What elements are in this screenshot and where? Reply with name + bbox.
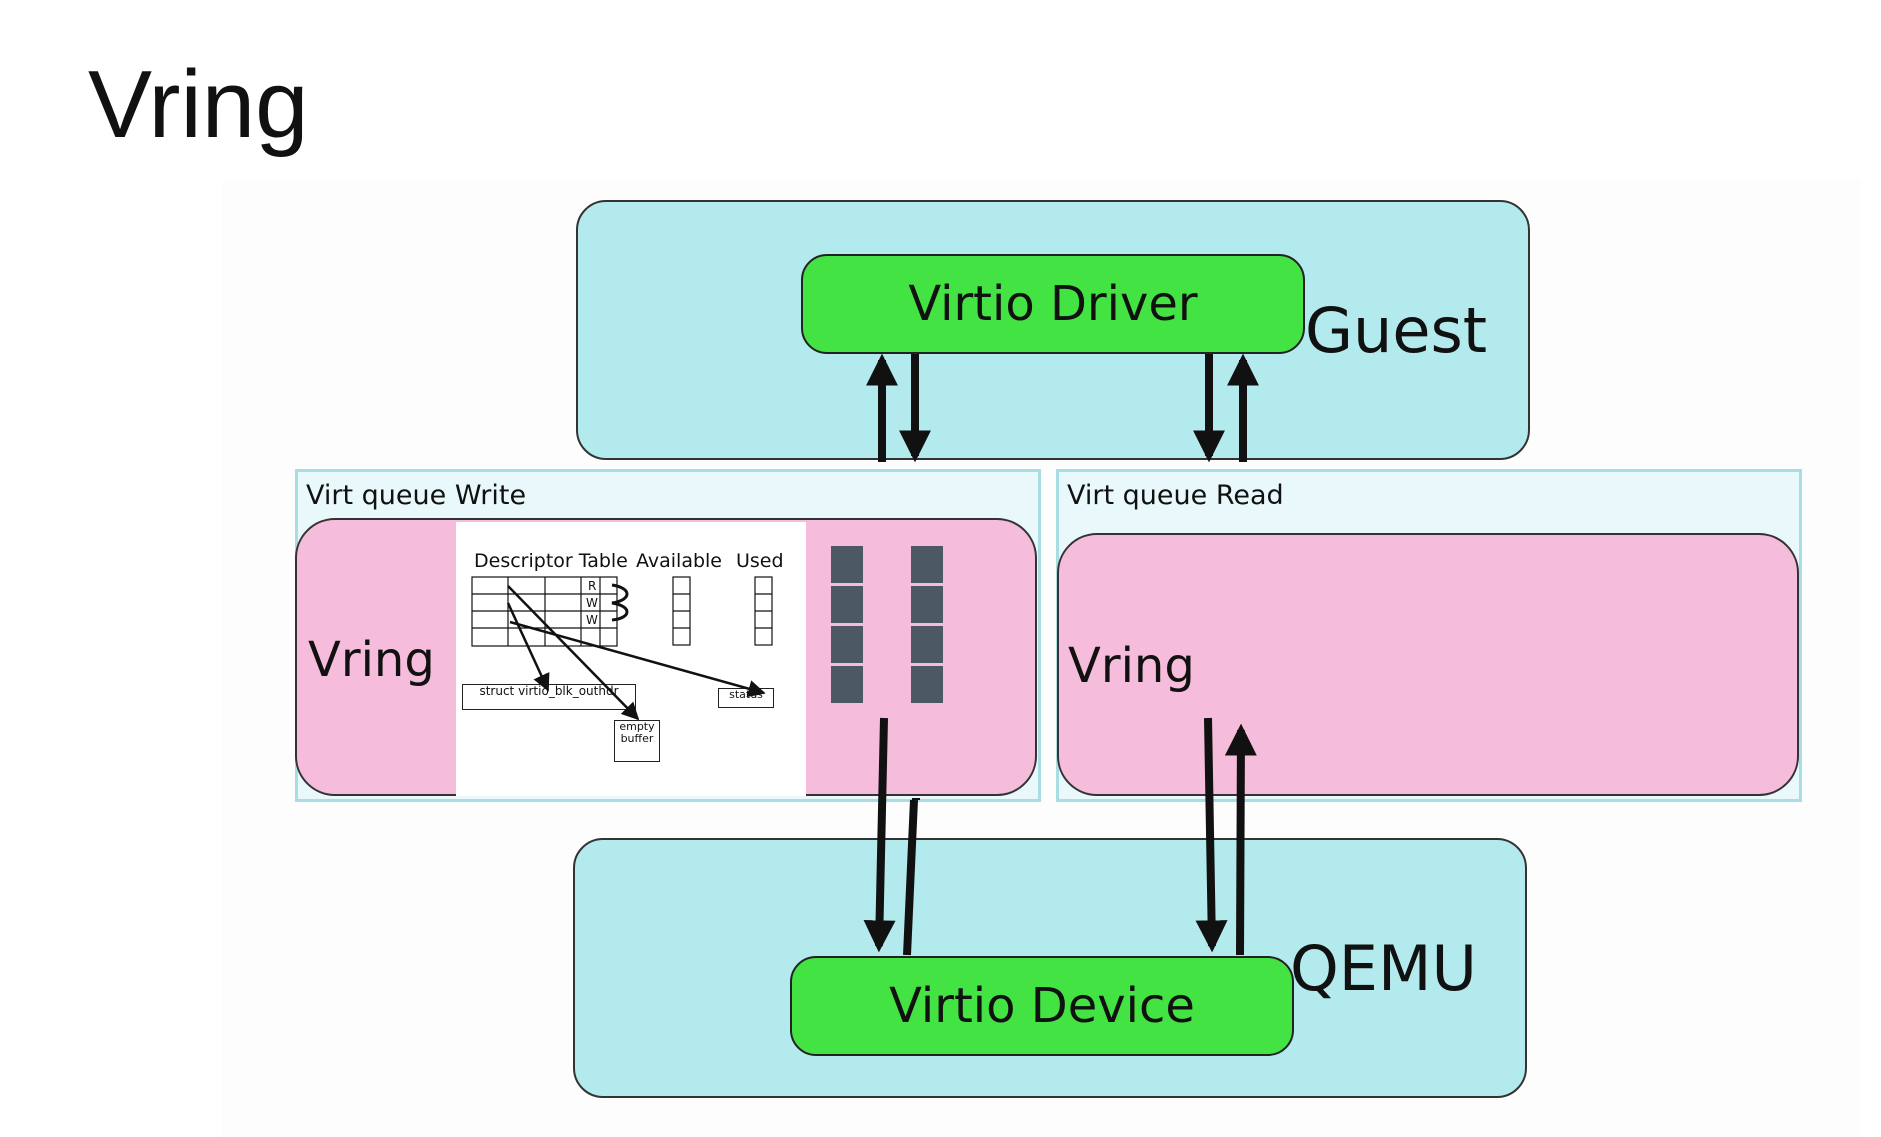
ring-slot — [911, 586, 943, 623]
ring-slot — [831, 626, 863, 663]
descriptor-flag-write: W — [586, 596, 598, 610]
guest-label: Guest — [1305, 294, 1488, 367]
arrow-down-icon — [1195, 717, 1228, 953]
vring-structure-inset: Descriptor Table Available Used R W W st… — [456, 522, 806, 796]
virtio-driver-box: Virtio Driver — [801, 254, 1305, 354]
ring-slot-column — [911, 546, 943, 706]
descriptor-table-grid — [471, 576, 618, 647]
virtio-device-box: Virtio Device — [790, 956, 1294, 1056]
vring-write-label: Vring — [308, 632, 435, 688]
available-ring-label: Available — [636, 550, 723, 572]
arrow-down-icon — [863, 717, 896, 953]
used-ring-label: Used — [736, 550, 784, 572]
ring-slot — [831, 666, 863, 703]
virt-queue-write-label: Virt queue Write — [306, 480, 527, 511]
ring-slot — [911, 546, 943, 583]
descriptor-table-label: Descriptor Table — [474, 550, 628, 572]
ring-slot — [911, 626, 943, 663]
page-title: Vring — [88, 51, 309, 158]
descriptor-flag-read: R — [588, 579, 597, 593]
virt-queue-read-label: Virt queue Read — [1067, 480, 1284, 511]
qemu-label: QEMU — [1290, 932, 1477, 1005]
ring-slot — [831, 546, 863, 583]
connector-line — [903, 799, 918, 956]
ring-slot — [911, 666, 943, 703]
descriptor-flag-write: W — [586, 613, 598, 627]
virtio-driver-label: Virtio Driver — [908, 276, 1198, 332]
arrow-up-icon — [1224, 723, 1257, 956]
available-ring-column — [672, 576, 691, 646]
ring-slot-column — [831, 546, 863, 706]
ring-slot — [831, 586, 863, 623]
used-ring-column — [754, 576, 773, 646]
virtio-device-label: Virtio Device — [889, 978, 1195, 1034]
vring-read — [1057, 533, 1799, 796]
vring-read-label: Vring — [1068, 638, 1195, 694]
descriptor-pointer-arrows — [506, 585, 766, 721]
descriptor-chain-curl — [611, 583, 629, 622]
empty-buffer-box: empty buffer — [614, 720, 660, 762]
